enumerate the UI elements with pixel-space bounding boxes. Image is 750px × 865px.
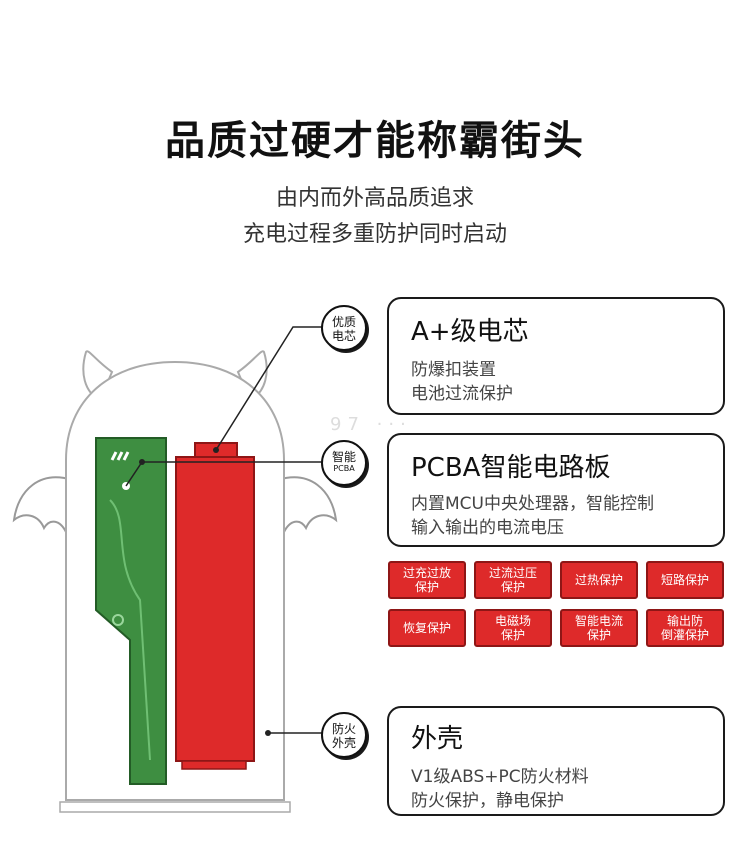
watermark: 97 ··· <box>330 414 412 435</box>
shell-card: 外壳 V1级ABS+PC防火材料 防火保护，静电保护 <box>387 706 725 816</box>
pcba-card: PCBA智能电路板 内置MCU中央处理器，智能控制 输入输出的电流电压 <box>387 433 725 547</box>
protection-tag: 过流过压保护 <box>474 561 552 599</box>
protection-tag: 输出防倒灌保护 <box>646 609 724 647</box>
page-title: 品质过硬才能称霸街头 <box>165 118 585 164</box>
protection-tag: 过充过放保护 <box>388 561 466 599</box>
subtitle-line-1: 由内而外高品质追求 <box>275 186 474 211</box>
subtitle-line-2: 充电过程多重防护同时启动 <box>242 222 507 247</box>
card-line: 电池过流保护 <box>411 384 513 404</box>
card-heading: PCBA智能电路板 <box>411 453 611 483</box>
card-line: 防爆扣装置 <box>411 360 496 380</box>
protection-tag: 恢复保护 <box>388 609 466 647</box>
protection-tag: 智能电流保护 <box>560 609 638 647</box>
card-line: 内置MCU中央处理器，智能控制 <box>411 494 654 514</box>
card-heading: A+级电芯 <box>411 317 529 347</box>
card-line: 防火保护，静电保护 <box>411 791 564 811</box>
cell-badge: 优质电芯 <box>321 305 367 351</box>
protection-tag: 电磁场保护 <box>474 609 552 647</box>
card-line: 输入输出的电流电压 <box>411 518 564 538</box>
card-line: V1级ABS+PC防火材料 <box>411 767 589 787</box>
shell-badge: 防火外壳 <box>321 712 367 758</box>
card-heading: 外壳 <box>411 724 464 754</box>
protection-tag: 过热保护 <box>560 561 638 599</box>
protection-tag: 短路保护 <box>646 561 724 599</box>
battery-cell-card: A+级电芯 防爆扣装置 电池过流保护 <box>387 297 725 415</box>
